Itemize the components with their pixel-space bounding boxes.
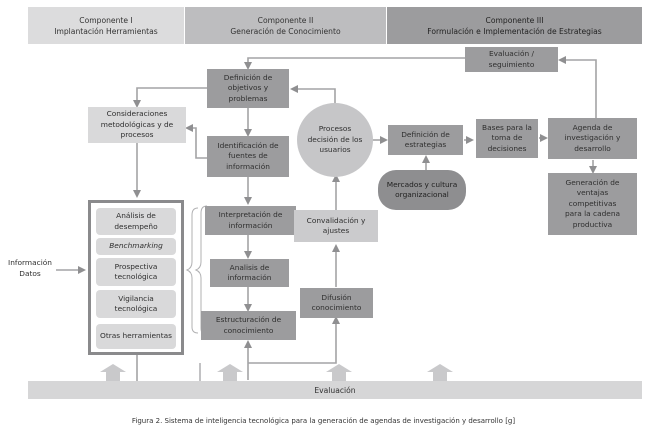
node-mercados-cultura: Mercados y cultura organizacional (378, 170, 466, 210)
tool-prospectiva: Prospectiva tecnológica (96, 258, 176, 286)
up-arrow-4 (427, 364, 453, 381)
node-definicion-objetivos: Definición de objetivos y problemas (207, 69, 289, 108)
evaluation-bar-label: Evaluación (314, 385, 356, 395)
arrow-to-difusion (248, 316, 340, 364)
node-consideraciones: Consideraciones metodológicas y de proce… (88, 107, 186, 143)
header-subtitle: Implantación Herramientas (54, 26, 158, 36)
arrow-objetivos-to-consideraciones (133, 87, 207, 108)
tool-benchmarking: Benchmarking (96, 238, 176, 255)
tool-vigilancia: Vigilancia tecnológica (96, 290, 176, 318)
header-title: Componente I (79, 15, 133, 25)
tool-otras: Otras herramientas (96, 324, 176, 349)
header-subtitle: Formulación e Implementación de Estrateg… (427, 26, 602, 36)
node-bases-toma-decisiones: Bases para la toma de decisiones (476, 119, 538, 158)
node-definicion-estrategias: Definición de estrategias (388, 125, 463, 155)
node-evaluacion-seguimiento: Evaluación / seguimiento (465, 47, 558, 72)
node-difusion: Difusión conocimiento (300, 288, 373, 318)
evaluation-up-arrows (100, 364, 453, 381)
input-label: Información Datos (4, 257, 56, 279)
input-label-datos: Datos (19, 269, 41, 278)
header-title: Componente III (485, 15, 544, 25)
node-convalidacion: Convalidación y ajustes (294, 210, 378, 242)
node-estructuracion: Estructuración de conocimiento (201, 311, 296, 340)
node-agenda-investigacion: Agenda de investigación y desarrollo (548, 118, 637, 159)
arrow-procesos-to-objetivos (290, 85, 336, 105)
header-componente-2: Componente II Generación de Conocimiento (185, 7, 386, 44)
up-arrow-1 (100, 364, 126, 381)
node-analisis-informacion: Analisis de información (210, 259, 289, 287)
arrow-identificacion-to-consideraciones (185, 124, 207, 159)
up-arrow-2 (217, 364, 243, 381)
up-arrow-3 (326, 364, 352, 381)
tool-analisis-desempeno: Análisis de desempeño (96, 208, 176, 235)
node-interpretacion: Interpretación de información (205, 206, 296, 235)
arrow-agenda-to-eval (558, 56, 597, 118)
header-componente-3: Componente III Formulación e Implementac… (387, 7, 642, 44)
node-identificacion-fuentes: Identificación de fuentes de información (207, 136, 289, 177)
header-title: Componente II (257, 15, 314, 25)
header-componente-1: Componente I Implantación Herramientas (28, 7, 184, 44)
tools-container: Análisis de desempeño Benchmarking Prosp… (88, 200, 184, 355)
brace-tools (185, 207, 199, 334)
figure-caption: Figura 2. Sistema de inteligencia tecnol… (131, 417, 516, 425)
arrow-eval-to-objetivos (244, 57, 465, 70)
node-generacion-ventajas: Generación de ventajas competitivas para… (548, 173, 637, 235)
header-subtitle: Generación de Conocimiento (230, 26, 341, 36)
node-procesos-decision: Procesos decisión de los usuarios (297, 103, 373, 177)
evaluation-bar: Evaluación (28, 381, 642, 399)
input-label-informacion: Información (8, 258, 52, 267)
